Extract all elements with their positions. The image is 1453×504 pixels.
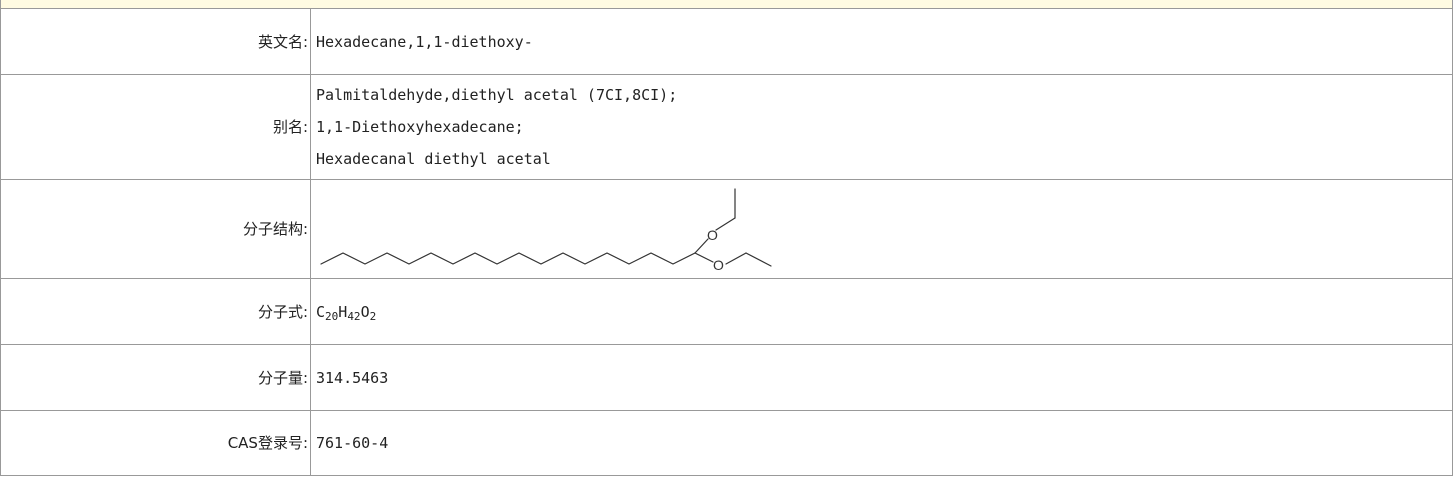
alkyl-chain <box>320 252 696 265</box>
synonym-item: Palmitaldehyde,diethyl acetal (7CI,8CI); <box>316 86 678 104</box>
bond-c-o-upper <box>694 238 709 254</box>
table-row-molecular-weight: 分子量: 314.5463 <box>0 344 1453 411</box>
synonyms-label: 别名: <box>0 74 311 180</box>
bond-o-ch2-lower <box>725 252 747 265</box>
molecular-weight-value: 314.5463 <box>310 344 1453 411</box>
formula-count-c: 20 <box>325 309 339 323</box>
table-row-structure: 分子结构: O O <box>0 179 1453 279</box>
cas-label: CAS登录号: <box>0 410 311 476</box>
formula-value: C20H42O2 <box>310 278 1453 345</box>
synonym-item: Hexadecanal diethyl acetal <box>316 150 551 168</box>
formula-label: 分子式: <box>0 278 311 345</box>
bond-c-o-lower <box>694 252 714 263</box>
english-name-label: 英文名: <box>0 8 311 75</box>
table-row-cas: CAS登录号: 761-60-4 <box>0 410 1453 476</box>
english-name-value: Hexadecane,1,1-diethoxy- <box>310 8 1453 75</box>
table-row-formula: 分子式: C20H42O2 <box>0 278 1453 345</box>
structure-label: 分子结构: <box>0 179 311 279</box>
table-row-english-name: 英文名: Hexadecane,1,1-diethoxy- <box>0 8 1453 75</box>
property-table: 英文名: Hexadecane,1,1-diethoxy- 别名: Palmit… <box>0 8 1453 476</box>
formula-element-h: H <box>338 302 348 321</box>
synonym-item: 1,1-Diethoxyhexadecane; <box>316 118 524 136</box>
cas-value: 761-60-4 <box>310 410 1453 476</box>
structure-value: O O <box>310 179 1453 279</box>
bond-o-ch2-upper <box>715 217 736 231</box>
formula-element-o: O <box>360 302 370 321</box>
formula-element-c: C <box>316 302 326 321</box>
bond-ch2-ch3-lower <box>745 252 772 267</box>
molecular-weight-label: 分子量: <box>0 344 311 411</box>
molecule-structure-image: O O <box>320 188 772 273</box>
formula-count-h: 42 <box>347 309 361 323</box>
synonyms-value: Palmitaldehyde,diethyl acetal (7CI,8CI);… <box>310 74 1453 180</box>
oxygen-atom-lower: O <box>713 257 724 273</box>
formula-count-o: 2 <box>369 309 377 323</box>
oxygen-atom-upper: O <box>707 227 718 243</box>
table-row-synonyms: 别名: Palmitaldehyde,diethyl acetal (7CI,8… <box>0 74 1453 180</box>
